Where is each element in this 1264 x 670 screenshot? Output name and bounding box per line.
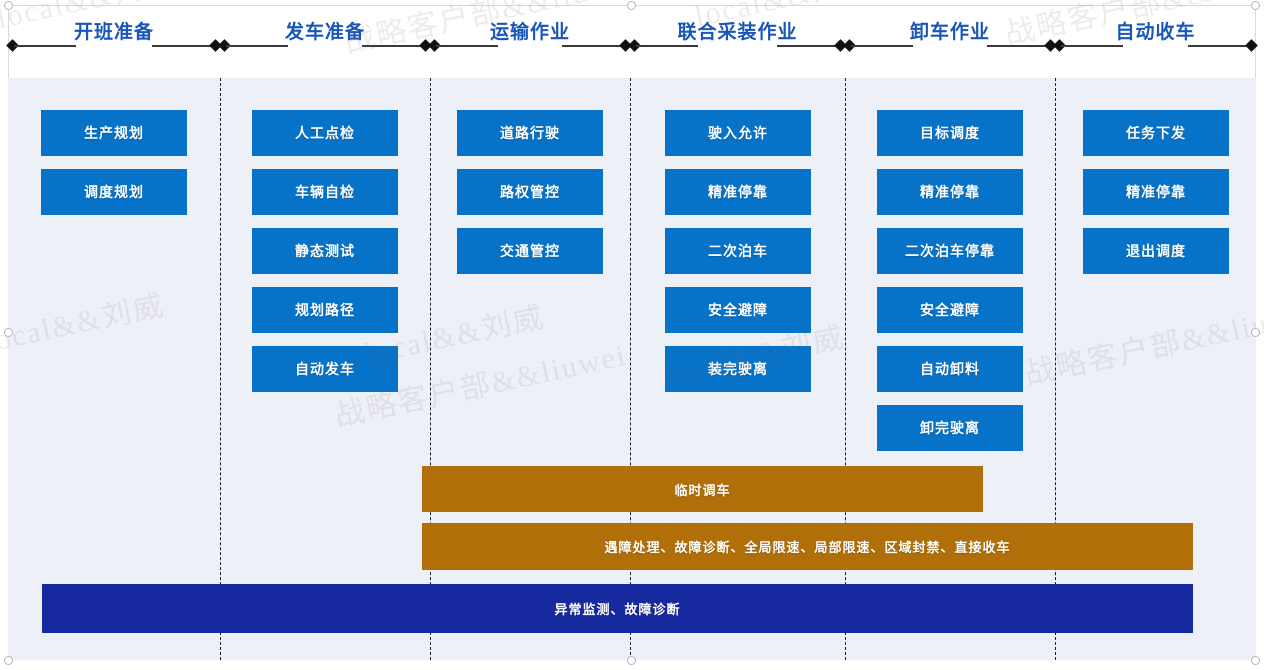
- bar-exception-handling[interactable]: 遇障处理、故障诊断、全局限速、局部限速、区域封禁、直接收车: [422, 523, 1193, 570]
- phase-connector: [218, 39, 432, 52]
- phase-header-3[interactable]: 运输作业: [428, 5, 632, 78]
- process-card[interactable]: 退出调度: [1083, 228, 1229, 274]
- column-divider-1: [220, 78, 221, 660]
- process-card[interactable]: 精准停靠: [877, 169, 1023, 215]
- diamond-marker-icon: [1245, 39, 1258, 52]
- connector-line-left: [636, 45, 698, 47]
- connector-line-right: [362, 45, 424, 47]
- card-column-3: 道路行驶路权管控交通管控: [430, 78, 630, 660]
- bar-temporary-dispatch[interactable]: 临时调车: [422, 466, 983, 512]
- phase-header-4[interactable]: 联合采装作业: [628, 5, 847, 78]
- phase-timeline-header: 开班准备 发车准备 运输作业 联合采装作业 卸车作业 自动收车: [6, 5, 1258, 78]
- process-card[interactable]: 路权管控: [457, 169, 603, 215]
- resize-handle-bottom-right[interactable]: [1251, 656, 1260, 665]
- process-card[interactable]: 装完驶离: [665, 346, 811, 392]
- connector-line-right: [562, 45, 624, 47]
- process-card[interactable]: 道路行驶: [457, 110, 603, 156]
- connector-line-left: [226, 45, 288, 47]
- phase-label: 开班准备: [73, 22, 154, 43]
- resize-handle-top-left[interactable]: [4, 1, 13, 10]
- phase-connector: [628, 39, 847, 52]
- process-card[interactable]: 目标调度: [877, 110, 1023, 156]
- connector-line-left: [14, 45, 76, 47]
- phase-header-2[interactable]: 发车准备: [218, 5, 432, 78]
- phase-connector: [1053, 39, 1258, 52]
- process-card[interactable]: 生产规划: [41, 110, 187, 156]
- process-card[interactable]: 卸完驶离: [877, 405, 1023, 451]
- phase-label: 运输作业: [489, 22, 570, 43]
- resize-handle-top-right[interactable]: [1251, 1, 1260, 10]
- resize-handle-middle-left[interactable]: [4, 328, 13, 337]
- process-card[interactable]: 安全避障: [877, 287, 1023, 333]
- resize-handle-top-center[interactable]: [627, 1, 636, 10]
- connector-line-left: [1061, 45, 1123, 47]
- process-card[interactable]: 驶入允许: [665, 110, 811, 156]
- process-card[interactable]: 规划路径: [252, 287, 398, 333]
- column-divider-2: [430, 78, 431, 660]
- phase-connector: [428, 39, 632, 52]
- card-column-5: 目标调度精准停靠二次泊车停靠安全避障自动卸料卸完驶离: [845, 78, 1055, 660]
- process-card[interactable]: 调度规划: [41, 169, 187, 215]
- process-card[interactable]: 二次泊车: [665, 228, 811, 274]
- card-column-6: 任务下发精准停靠退出调度: [1055, 78, 1256, 660]
- connector-line-right: [777, 45, 839, 47]
- phase-label: 联合采装作业: [677, 22, 798, 43]
- card-column-1: 生产规划调度规划: [8, 78, 220, 660]
- phase-label: 发车准备: [284, 22, 365, 43]
- column-divider-3: [630, 78, 631, 660]
- connector-line-right: [1188, 45, 1250, 47]
- connector-line-left: [851, 45, 913, 47]
- card-column-4: 驶入允许精准停靠二次泊车安全避障装完驶离: [630, 78, 845, 660]
- process-card[interactable]: 精准停靠: [665, 169, 811, 215]
- process-card[interactable]: 自动卸料: [877, 346, 1023, 392]
- process-card[interactable]: 车辆自检: [252, 169, 398, 215]
- process-card[interactable]: 人工点检: [252, 110, 398, 156]
- process-card[interactable]: 交通管控: [457, 228, 603, 274]
- phase-header-5[interactable]: 卸车作业: [843, 5, 1057, 78]
- process-card[interactable]: 任务下发: [1083, 110, 1229, 156]
- phase-label: 自动收车: [1115, 22, 1196, 43]
- resize-handle-bottom-left[interactable]: [4, 656, 13, 665]
- bar-anomaly-monitoring[interactable]: 异常监测、故障诊断: [42, 584, 1193, 633]
- column-divider-4: [845, 78, 846, 660]
- process-card[interactable]: 二次泊车停靠: [877, 228, 1023, 274]
- resize-handle-middle-right[interactable]: [1251, 328, 1260, 337]
- card-column-2: 人工点检车辆自检静态测试规划路径自动发车: [220, 78, 430, 660]
- resize-handle-bottom-center[interactable]: [627, 656, 636, 665]
- connector-line-right: [152, 45, 214, 47]
- phase-connector: [6, 39, 222, 52]
- process-card[interactable]: 安全避障: [665, 287, 811, 333]
- phase-header-6[interactable]: 自动收车: [1053, 5, 1258, 78]
- phase-connector: [843, 39, 1057, 52]
- connector-line-right: [987, 45, 1049, 47]
- process-card[interactable]: 自动发车: [252, 346, 398, 392]
- process-panel: 生产规划调度规划人工点检车辆自检静态测试规划路径自动发车道路行驶路权管控交通管控…: [8, 78, 1256, 660]
- phase-header-1[interactable]: 开班准备: [6, 5, 222, 78]
- connector-line-left: [436, 45, 498, 47]
- process-card[interactable]: 静态测试: [252, 228, 398, 274]
- process-card[interactable]: 精准停靠: [1083, 169, 1229, 215]
- phase-label: 卸车作业: [909, 22, 990, 43]
- column-divider-5: [1055, 78, 1056, 660]
